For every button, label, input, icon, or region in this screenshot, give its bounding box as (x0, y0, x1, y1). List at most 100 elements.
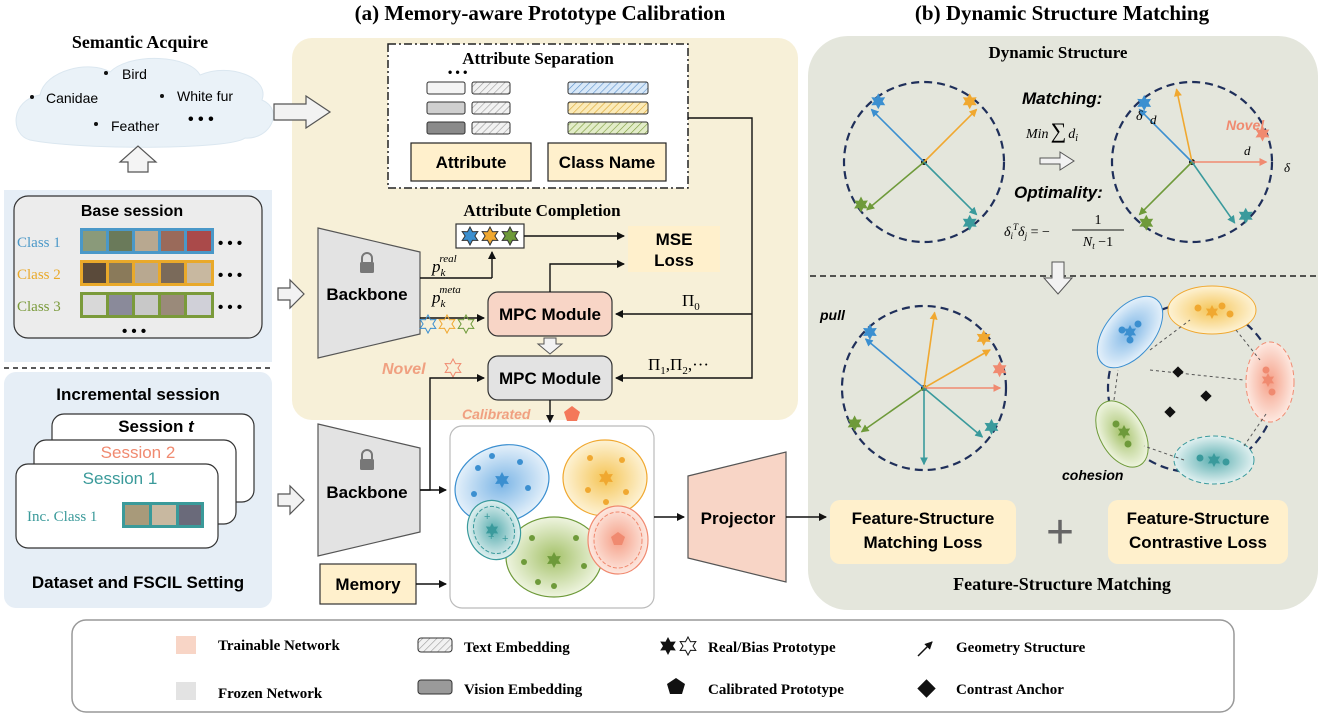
prototype-star (863, 324, 877, 340)
cloud-word-feather: Feather (111, 118, 160, 134)
plus-sign: + (1046, 506, 1074, 559)
structure-vector (866, 161, 925, 211)
novel-bias-star-icon (444, 357, 462, 379)
fs-contrastive-loss-box (1108, 500, 1288, 564)
real-prototype-star (461, 225, 479, 247)
contrast-anchor-diamond (1200, 390, 1212, 402)
class-name-to-mpc2-arrow (615, 117, 753, 382)
prototype-star (854, 196, 868, 213)
legend-calibrated: Calibrated Prototype (708, 682, 844, 698)
attribute-box (410, 142, 532, 182)
mse-loss-line2: Loss (654, 251, 694, 270)
mpc-module-bottom-label: MPC Module (499, 369, 601, 388)
attr-sep-dots: • • • (448, 65, 467, 79)
blue-point (517, 459, 523, 465)
svg-text:Nt −1: Nt −1 (1082, 235, 1113, 251)
cohesion-star (1117, 425, 1131, 439)
real-prototype-star (501, 225, 519, 247)
legend-diamond-icon (917, 679, 936, 698)
blue-point (475, 465, 481, 471)
structure-circle-left (842, 80, 1006, 244)
delta1-label: δ (1136, 109, 1143, 124)
red-calibrated-pentagon (611, 532, 625, 545)
prototype-star (962, 93, 977, 110)
structure-vector (1174, 88, 1193, 163)
cohesion-point (1268, 388, 1276, 396)
optimality-label: Optimality: (1014, 183, 1103, 202)
orange-point (623, 489, 629, 495)
dashed-circle (840, 304, 1008, 472)
cohesion-point (1112, 420, 1120, 428)
structure-vector (1191, 161, 1236, 224)
attribute-label: Attribute (436, 153, 507, 172)
green-point (581, 563, 587, 569)
legend-text-swatch (417, 637, 453, 653)
optimality-formula: δiTδj = − (1004, 222, 1050, 241)
legend-geometry: Geometry Structure (956, 640, 1086, 656)
cloud-ellipsis: • • • (188, 111, 214, 128)
cohesion-point (1226, 310, 1234, 318)
real-prototype-stars (461, 225, 519, 247)
matching-circle (840, 304, 1008, 472)
dynamic-structure-title: Dynamic Structure (989, 43, 1128, 62)
class-2-thumbnails (80, 260, 214, 286)
orange-prototype-star (599, 470, 613, 486)
blue-point (471, 491, 477, 497)
attribute-embedding-grid (426, 81, 511, 135)
memory-box (319, 563, 417, 605)
prototype-star (871, 93, 886, 110)
calibrated-prototype-icon (564, 406, 580, 421)
base-session-title: Base session (81, 203, 183, 220)
legend-real-bias: Real/Bias Prototype (708, 640, 836, 656)
structure-vector (923, 349, 991, 389)
cohesion-point (1196, 454, 1204, 462)
bias-prototype-star (419, 313, 437, 335)
contrast-link (1143, 445, 1185, 461)
legend-trainable: Trainable Network (218, 638, 340, 654)
legend-vision-swatch (417, 679, 453, 695)
calibrated-label: Calibrated (462, 406, 531, 422)
session-2-label: Session 2 (101, 443, 176, 462)
mpc-to-mse-arrow (549, 260, 625, 292)
base-session-more: • • • (122, 323, 146, 340)
class-3-more: • • • (218, 299, 242, 316)
fs-contrastive-line2: Contrastive Loss (1129, 533, 1267, 552)
legend-real-star (660, 637, 676, 655)
prototype-star (992, 361, 1007, 378)
lock-icon (360, 449, 374, 470)
pi0-label: Π0 (682, 291, 700, 313)
prototype-star (1137, 94, 1152, 111)
prototype-star (984, 418, 999, 435)
class-name-label: Class Name (559, 153, 655, 172)
cloud-word-white-fur: White fur (177, 88, 233, 104)
contrast-link (1243, 413, 1267, 447)
inc-to-backbone-arrow (277, 484, 305, 516)
bias-prototype-star (457, 313, 475, 335)
feature-points: +++ (471, 453, 629, 589)
dashed-circle (842, 80, 1006, 244)
bias-prototype-star (438, 313, 456, 335)
attribute-separation-title: Attribute Separation (462, 49, 614, 68)
contrast-link (1235, 329, 1261, 361)
structure-vector (860, 387, 925, 433)
cohesion-point (1118, 326, 1126, 334)
blue-point (489, 453, 495, 459)
blue-prototype-star (495, 472, 509, 488)
pull-label: pull (819, 307, 846, 323)
legend-frozen: Frozen Network (218, 686, 323, 702)
header-mpc: (a) Memory-aware Prototype Calibration (355, 1, 726, 25)
inc-class-1-label: Inc. Class 1 (27, 509, 97, 525)
up-arrow-icon (118, 145, 158, 173)
legend-box (71, 619, 1235, 713)
class-name-embedding-grid (567, 81, 649, 135)
cohesion-star (1205, 305, 1219, 319)
cohesion-star (1123, 325, 1137, 339)
header-dsm: (b) Dynamic Structure Matching (915, 1, 1210, 25)
p-real: pkreal (431, 253, 457, 279)
projector-box (687, 451, 787, 583)
dsm-down-arrow-icon (1042, 261, 1074, 295)
cloud-to-mpc-arrow (273, 94, 332, 130)
novel-star (444, 357, 462, 379)
bias-prototype-stars (419, 313, 475, 335)
